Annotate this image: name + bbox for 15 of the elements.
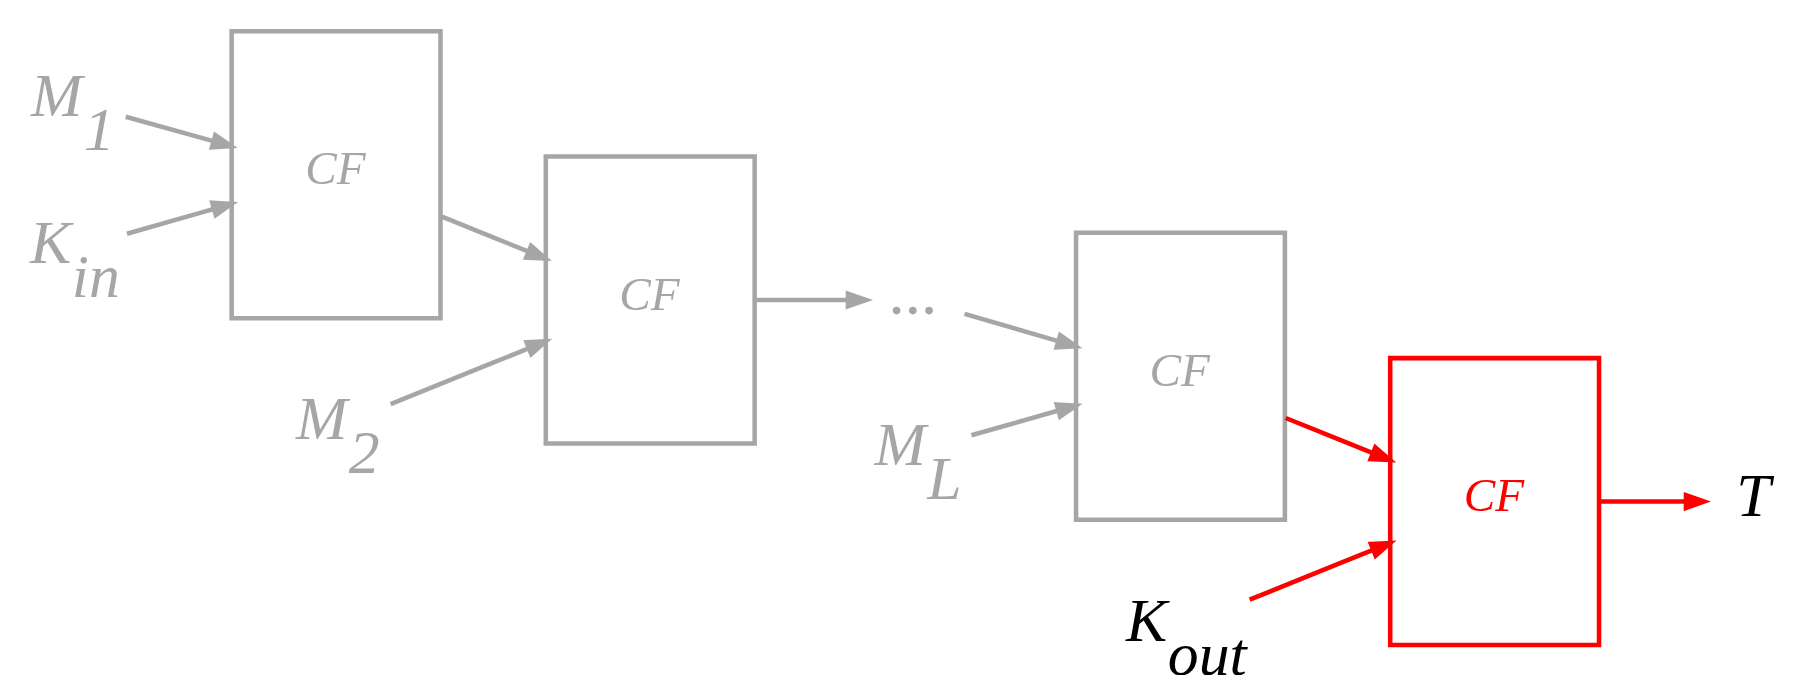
- arrow: [389, 338, 553, 406]
- arrow: [1248, 539, 1397, 602]
- arrow: [1599, 491, 1711, 511]
- arrow: [125, 114, 238, 150]
- node-box: CF: [229, 28, 443, 320]
- arrow: [126, 199, 239, 236]
- arrow: [1284, 415, 1397, 463]
- arrow: [440, 213, 552, 261]
- node-box: CF: [543, 153, 757, 446]
- arrow: [963, 311, 1083, 350]
- arrow: [755, 289, 873, 310]
- arrow: [970, 401, 1083, 437]
- node-box: CF: [1073, 230, 1288, 522]
- node-text: ...: [889, 255, 939, 328]
- node-box: CF: [1387, 355, 1602, 647]
